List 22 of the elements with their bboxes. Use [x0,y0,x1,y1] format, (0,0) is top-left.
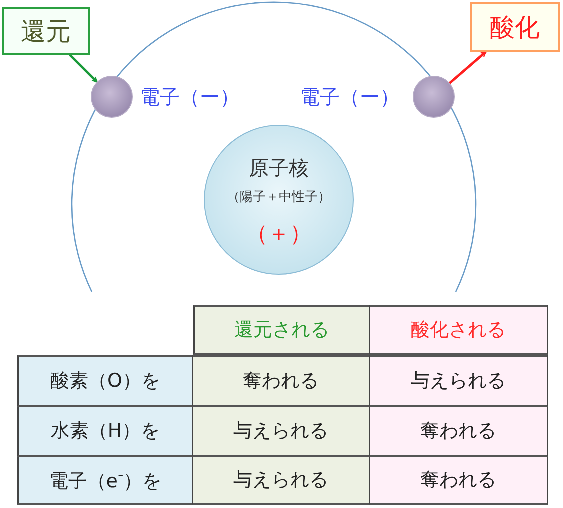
arrow [449,51,487,84]
arrow [69,54,98,84]
row-header: 水素（H）を [17,407,193,457]
charge-label: （＋） [246,220,312,248]
table-cell: 奪われる [370,407,548,457]
table-cell: 与えられる [193,407,370,457]
label-box: 酸化 [470,2,560,52]
nucleus-title: 原子核 [249,154,309,182]
table-cell: 与えられる [193,457,370,505]
label-box: 還元 [2,7,90,55]
row-header: 酸素（O）を [17,355,193,407]
column-header: 還元される [193,305,370,355]
electron-ball [413,76,455,118]
electron-label: 電子（ー） [300,84,400,111]
electron-ball [91,76,133,118]
electron-label: 電子（ー） [140,84,240,111]
table-cell: 与えられる [370,355,548,407]
table-cell: 奪われる [193,355,370,407]
row-header: 電子（e$^{-}$）を [17,457,193,505]
table-cell: 奪われる [370,457,548,505]
column-header: 酸化される [370,305,548,355]
nucleus-note: （陽子＋中性子） [227,188,331,206]
